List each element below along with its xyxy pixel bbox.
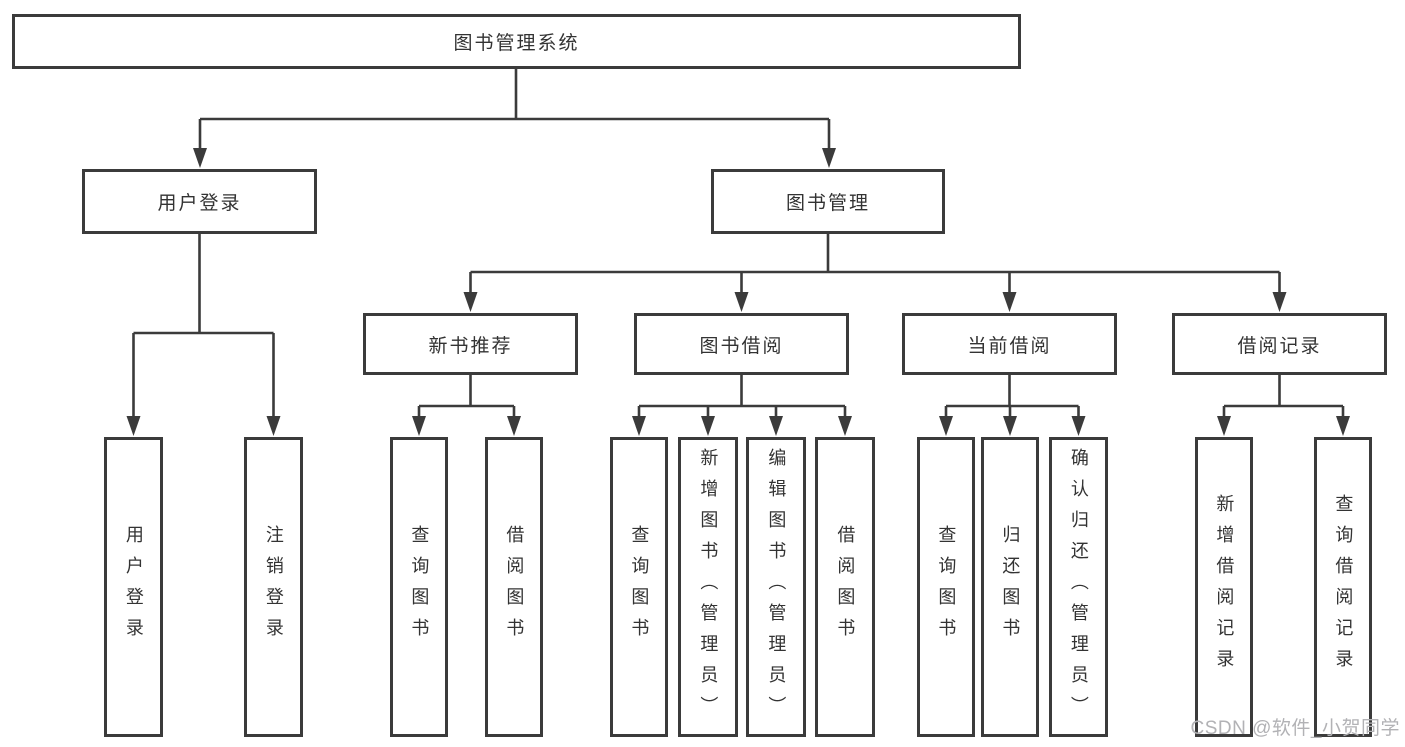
node-leaf-confirm-return-admin-label: 确认归还（管理员）: [1068, 447, 1089, 727]
node-leaf-logout: 注销登录: [244, 437, 303, 737]
node-current-borrow: 当前借阅: [902, 313, 1117, 375]
node-leaf-query-borrow-record: 查询借阅记录: [1314, 437, 1372, 737]
node-leaf-add-books-admin-label: 新增图书（管理员）: [698, 447, 719, 727]
node-leaf-add-books-admin: 新增图书（管理员）: [678, 437, 738, 737]
node-leaf-recommend-borrow-books: 借阅图书: [485, 437, 543, 737]
node-leaf-query-borrow-record-label: 查询借阅记录: [1333, 494, 1354, 680]
node-leaf-recommend-query-books: 查询图书: [390, 437, 448, 737]
node-leaf-user-login-label: 用户登录: [123, 525, 144, 649]
node-leaf-return-books: 归还图书: [981, 437, 1039, 737]
node-leaf-add-borrow-record-label: 新增借阅记录: [1214, 494, 1235, 680]
node-current-borrow-label: 当前借阅: [967, 335, 1052, 357]
node-user-login: 用户登录: [82, 169, 317, 234]
node-leaf-return-books-label: 归还图书: [1000, 525, 1021, 649]
csdn-watermark: CSDN @软件_小贺同学: [1190, 718, 1400, 739]
node-new-book-recommend: 新书推荐: [363, 313, 578, 375]
node-leaf-current-query-books: 查询图书: [917, 437, 975, 737]
node-book-borrow: 图书借阅: [634, 313, 849, 375]
node-leaf-logout-label: 注销登录: [263, 525, 284, 649]
node-leaf-recommend-borrow-books-label: 借阅图书: [504, 525, 525, 649]
node-leaf-recommend-query-books-label: 查询图书: [409, 525, 430, 649]
node-leaf-borrow-query-books: 查询图书: [610, 437, 668, 737]
node-leaf-add-borrow-record: 新增借阅记录: [1195, 437, 1253, 737]
node-leaf-user-login: 用户登录: [104, 437, 163, 737]
node-leaf-borrow-books-label: 借阅图书: [835, 525, 856, 649]
node-root-system: 图书管理系统: [12, 14, 1021, 69]
node-user-login-label: 用户登录: [157, 193, 242, 214]
node-book-management: 图书管理: [711, 169, 945, 234]
node-borrow-records: 借阅记录: [1172, 313, 1387, 375]
node-root-system-label: 图书管理系统: [453, 33, 580, 54]
node-leaf-edit-books-admin: 编辑图书（管理员）: [746, 437, 806, 737]
node-leaf-current-query-books-label: 查询图书: [936, 525, 957, 649]
node-new-book-recommend-label: 新书推荐: [428, 335, 513, 357]
node-leaf-borrow-books: 借阅图书: [815, 437, 875, 737]
node-book-management-label: 图书管理: [785, 193, 870, 214]
node-borrow-records-label: 借阅记录: [1237, 335, 1322, 357]
node-leaf-edit-books-admin-label: 编辑图书（管理员）: [766, 447, 787, 727]
node-leaf-confirm-return-admin: 确认归还（管理员）: [1049, 437, 1108, 737]
node-leaf-borrow-query-books-label: 查询图书: [629, 525, 650, 649]
node-book-borrow-label: 图书借阅: [699, 335, 784, 357]
